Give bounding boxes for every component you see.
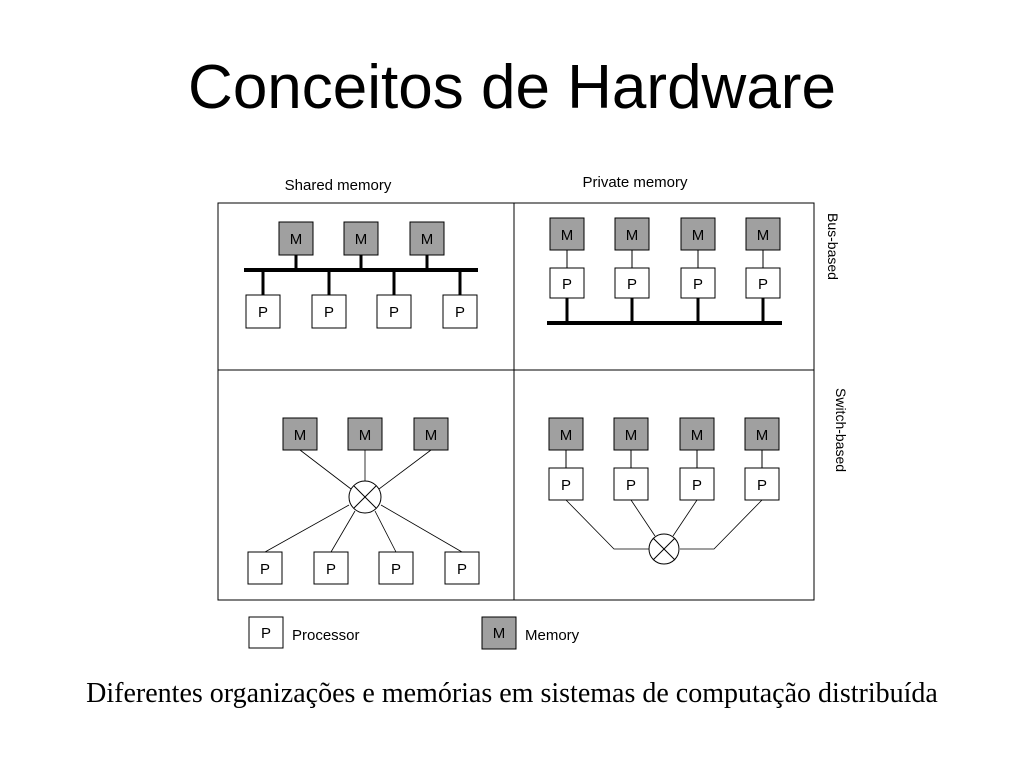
- memory-node: M: [282, 417, 318, 451]
- memory-node: M: [745, 217, 781, 251]
- svg-text:P: P: [757, 477, 767, 494]
- quadrant-private-switch: M M M M P P P P: [548, 417, 780, 565]
- memory-node: M: [613, 417, 649, 451]
- frame-grid: [217, 202, 815, 601]
- row-label-bus-based: Bus-based: [825, 213, 841, 280]
- processor-node: P: [549, 267, 585, 299]
- processor-node: P: [744, 467, 780, 501]
- svg-text:P: P: [326, 561, 336, 578]
- svg-text:P: P: [457, 561, 467, 578]
- processor-node: P: [378, 551, 414, 585]
- slide-title: Conceitos de Hardware: [188, 53, 836, 122]
- svg-text:P: P: [692, 477, 702, 494]
- svg-text:M: M: [691, 427, 704, 444]
- crossbar-switch-icon: [648, 533, 680, 565]
- legend-memory-label: Memory: [525, 627, 580, 644]
- memory-node: M: [413, 417, 449, 451]
- quadrant-shared-bus: M M M P P P P: [244, 221, 478, 329]
- svg-text:M: M: [425, 427, 438, 444]
- processor-node: P: [311, 294, 347, 329]
- memory-node: M: [744, 417, 780, 451]
- svg-text:P: P: [758, 276, 768, 293]
- svg-text:P: P: [260, 561, 270, 578]
- processor-node: P: [613, 467, 649, 501]
- svg-text:P: P: [626, 477, 636, 494]
- processor-node: P: [442, 294, 478, 329]
- processor-node: P: [680, 267, 716, 299]
- quadrant-shared-switch: M M M P P P P: [247, 417, 480, 585]
- svg-text:M: M: [756, 427, 769, 444]
- processor-node: P: [679, 467, 715, 501]
- svg-text:M: M: [493, 625, 506, 642]
- svg-text:M: M: [625, 427, 638, 444]
- svg-text:P: P: [562, 276, 572, 293]
- processor-node: P: [247, 551, 283, 585]
- processor-node: P: [245, 294, 281, 329]
- svg-text:P: P: [627, 276, 637, 293]
- svg-text:M: M: [294, 427, 307, 444]
- memory-node: M: [548, 417, 584, 451]
- svg-text:P: P: [561, 477, 571, 494]
- processor-node: P: [444, 551, 480, 585]
- svg-text:P: P: [693, 276, 703, 293]
- svg-text:P: P: [261, 625, 271, 642]
- legend-processor-swatch: P: [248, 616, 284, 649]
- memory-node: M: [679, 417, 715, 451]
- svg-text:M: M: [290, 231, 303, 248]
- memory-node: M: [409, 221, 445, 256]
- processor-node: P: [745, 267, 781, 299]
- row-label-switch-based: Switch-based: [833, 388, 849, 472]
- memory-node: M: [614, 217, 650, 251]
- svg-text:M: M: [355, 231, 368, 248]
- legend-memory-swatch: M: [481, 616, 517, 650]
- svg-text:P: P: [455, 304, 465, 321]
- memory-node: M: [278, 221, 314, 256]
- svg-text:M: M: [359, 427, 372, 444]
- processor-node: P: [313, 551, 349, 585]
- legend: P Processor M Memory: [248, 616, 580, 650]
- processor-node: P: [376, 294, 412, 329]
- legend-processor-label: Processor: [292, 627, 360, 644]
- svg-text:M: M: [560, 427, 573, 444]
- quadrant-private-bus: M M M M P P P P: [547, 217, 782, 325]
- col-label-private-memory: Private memory: [582, 174, 688, 191]
- svg-text:M: M: [421, 231, 434, 248]
- svg-text:M: M: [757, 227, 770, 244]
- processor-node: P: [614, 267, 650, 299]
- memory-node: M: [680, 217, 716, 251]
- slide-caption: Diferentes organizações e memórias em si…: [86, 678, 938, 709]
- col-label-shared-memory: Shared memory: [285, 177, 392, 194]
- memory-node: M: [343, 221, 379, 256]
- svg-text:M: M: [561, 227, 574, 244]
- svg-text:P: P: [391, 561, 401, 578]
- svg-text:M: M: [626, 227, 639, 244]
- svg-text:P: P: [389, 304, 399, 321]
- crossbar-switch-icon: [348, 480, 382, 514]
- svg-text:P: P: [258, 304, 268, 321]
- svg-text:M: M: [692, 227, 705, 244]
- svg-text:P: P: [324, 304, 334, 321]
- memory-node: M: [347, 417, 383, 451]
- processor-node: P: [548, 467, 584, 501]
- memory-node: M: [549, 217, 585, 251]
